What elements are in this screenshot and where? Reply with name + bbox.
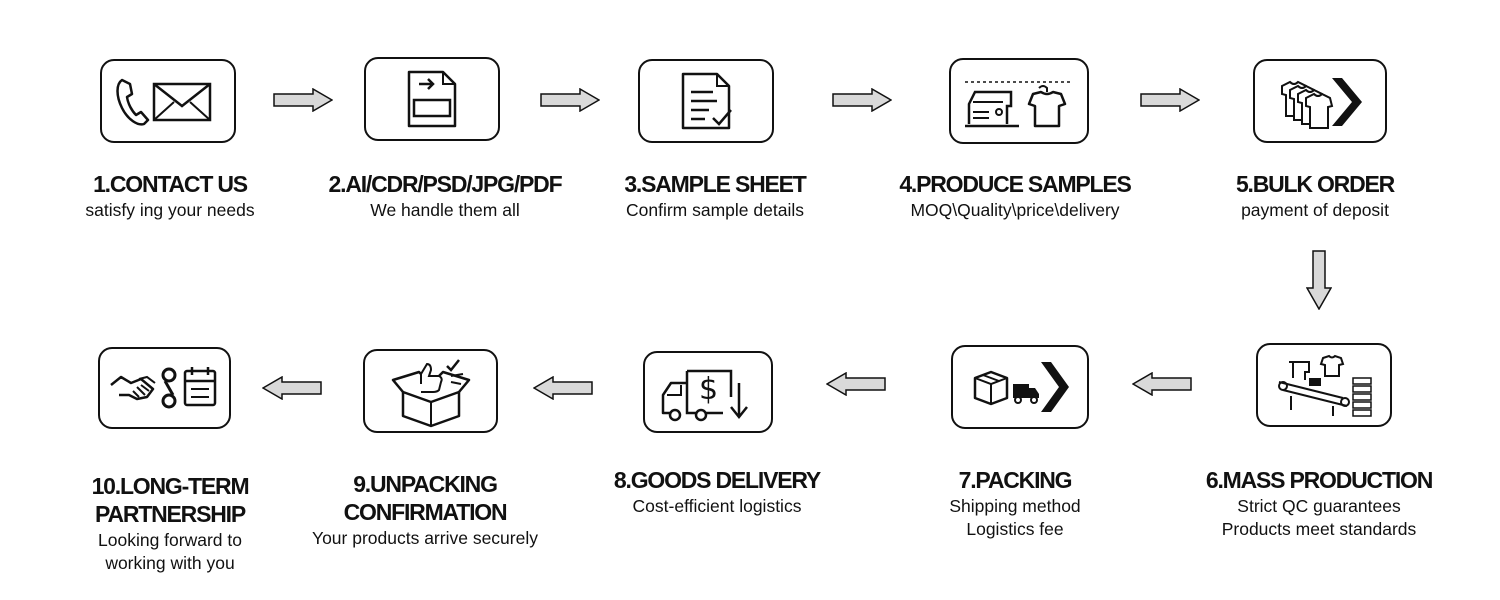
arrow-right-icon [540,88,600,112]
step-5-label: 5.BULK ORDER payment of deposit [1205,170,1425,222]
step-description: payment of deposit [1241,200,1389,220]
stacked-shirts-icon [1281,78,1362,129]
handshake-calendar-icon [110,367,217,409]
step-5-icon-box [1253,59,1387,143]
step-6-icon-box [1256,343,1392,427]
arrow-left-icon [1132,372,1192,396]
file-import-icon [407,70,457,128]
step-description: Strict QC guarantees Products meet stand… [1221,496,1417,539]
step-title: 9.UNPACKING CONFIRMATION [343,471,508,525]
arrow-right-icon [1140,88,1200,112]
step-description: Cost-efficient logistics [632,496,802,516]
step-4-label: 4.PRODUCE SAMPLES MOQ\Quality\price\deli… [880,170,1150,222]
box-truck-icon [973,362,1069,412]
step-title: 6.MASS PRODUCTION [1205,467,1433,493]
step-8-label: 8.GOODS DELIVERY Cost-efficient logistic… [597,466,837,518]
svg-text:$: $ [699,372,718,407]
conveyor-production-icon [1278,354,1372,417]
step-title: 10.LONG-TERM PARTNERSHIP [91,473,250,527]
step-title: 5.BULK ORDER [1235,171,1395,197]
step-description: Shipping method Logistics fee [949,496,1081,539]
step-1-icon-box [100,59,236,143]
step-7-label: 7.PACKING Shipping method Logistics fee [915,466,1115,541]
step-description: Confirm sample details [626,200,804,220]
sewing-machine-shirt-icon [965,81,1073,128]
step-7-icon-box [951,345,1089,429]
step-3-label: 3.SAMPLE SHEET Confirm sample details [590,170,840,222]
step-1-label: 1.CONTACT US satisfy ing your needs [60,170,280,222]
step-description: We handle them all [370,200,520,220]
step-8-icon-box: $ [643,351,773,433]
step-title: 7.PACKING [958,467,1073,493]
step-10-label: 10.LONG-TERM PARTNERSHIP Looking forward… [60,472,280,575]
arrow-left-icon [533,376,593,400]
arrow-right-icon [832,88,892,112]
step-3-icon-box [638,59,774,143]
step-6-label: 6.MASS PRODUCTION Strict QC guarantees P… [1188,466,1450,541]
step-title: 4.PRODUCE SAMPLES [899,171,1132,197]
step-4-icon-box [949,58,1089,144]
step-title: 3.SAMPLE SHEET [624,171,806,197]
checklist-document-icon [681,72,732,130]
arrow-left-icon [262,376,322,400]
step-title: 1.CONTACT US [93,171,248,197]
step-9-icon-box [363,349,498,433]
step-10-icon-box [98,347,231,429]
step-title: 8.GOODS DELIVERY [613,467,821,493]
step-title: 2.AI/CDR/PSD/JPG/PDF [328,171,563,197]
step-description: MOQ\Quality\price\delivery [910,200,1120,220]
step-2-icon-box [364,57,500,141]
step-9-label: 9.UNPACKING CONFIRMATION Your products a… [280,470,570,550]
phone-envelope-icon [116,78,212,126]
arrow-left-icon [826,372,886,396]
arrow-down-icon [1306,250,1332,310]
open-box-thumbs-up-icon [391,359,470,428]
step-description: satisfy ing your needs [85,200,255,220]
delivery-truck-dollar-icon: $ [661,369,748,422]
step-description: Your products arrive securely [312,528,538,548]
step-description: Looking forward to working with you [98,530,242,573]
arrow-right-icon [273,88,333,112]
step-2-label: 2.AI/CDR/PSD/JPG/PDF We handle them all [305,170,585,222]
